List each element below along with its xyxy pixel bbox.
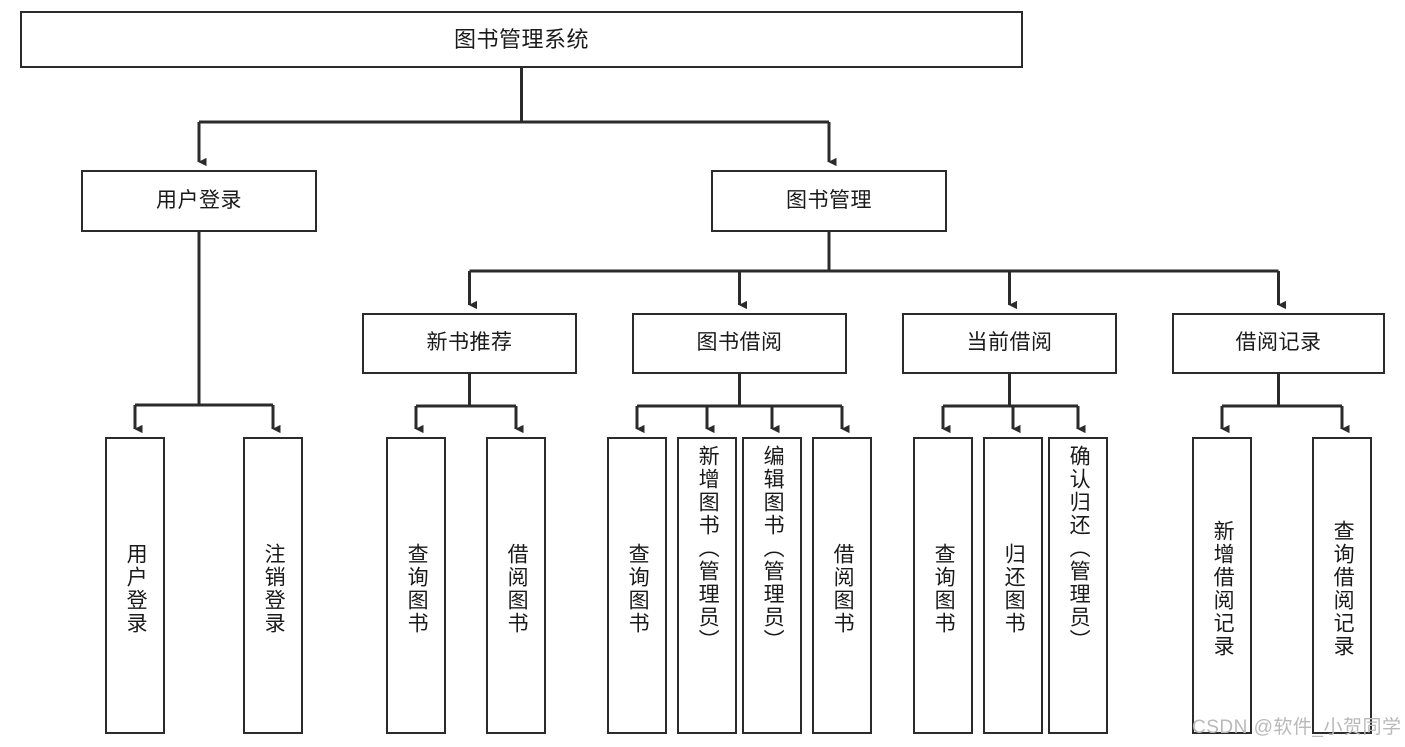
edges-root-to-level1: [197, 68, 837, 167]
node-book-manage[interactable]: 图书管理: [711, 170, 947, 232]
node-leaf-edit-book-label: 编辑图书（管理员）: [761, 445, 785, 652]
node-book-manage-label: 图书管理: [786, 188, 872, 212]
node-leaf-edit-book[interactable]: 编辑图书（管理员）: [742, 437, 802, 734]
node-current-borrow-label: 当前借阅: [966, 331, 1053, 355]
node-user-login[interactable]: 用户登录: [81, 170, 317, 232]
node-leaf-query-record-label: 查询借阅记录: [1331, 519, 1355, 658]
node-leaf-query-book-cur-label: 查询图书: [932, 542, 956, 635]
node-leaf-query-book-rec-label: 查询图书: [405, 542, 429, 635]
node-root[interactable]: 图书管理系统: [20, 11, 1023, 68]
node-leaf-borrow-book-rec[interactable]: 借阅图书: [486, 437, 546, 734]
node-leaf-confirm-return-label: 确认归还（管理员）: [1067, 445, 1091, 652]
node-new-book-recommend[interactable]: 新书推荐: [362, 313, 577, 374]
node-root-label: 图书管理系统: [453, 26, 589, 52]
edges-bookmanage-to-level2: [468, 232, 1287, 310]
node-leaf-query-record[interactable]: 查询借阅记录: [1312, 437, 1372, 734]
node-borrow-record[interactable]: 借阅记录: [1172, 313, 1385, 374]
node-leaf-borrow-book-label: 借阅图书: [831, 542, 855, 635]
node-leaf-confirm-return[interactable]: 确认归还（管理员）: [1048, 437, 1108, 734]
node-borrow-record-label: 借阅记录: [1235, 331, 1322, 355]
node-leaf-add-book[interactable]: 新增图书（管理员）: [677, 437, 737, 734]
node-book-borrow-label: 图书借阅: [696, 331, 783, 355]
node-leaf-add-book-label: 新增图书（管理员）: [696, 445, 720, 652]
node-leaf-return-book-label: 归还图书: [1002, 542, 1026, 635]
node-leaf-user-logout[interactable]: 注销登录: [243, 437, 303, 734]
node-new-book-recommend-label: 新书推荐: [426, 331, 513, 355]
node-leaf-query-book-borrow[interactable]: 查询图书: [607, 437, 667, 734]
edges-userlogin-to-leaves: [133, 232, 281, 434]
csdn-watermark: CSDN @软件_小贺同学: [1192, 717, 1402, 738]
node-leaf-query-book-cur[interactable]: 查询图书: [913, 437, 973, 734]
node-leaf-user-login-label: 用户登录: [124, 542, 148, 635]
node-leaf-borrow-book-rec-label: 借阅图书: [505, 542, 529, 635]
node-leaf-query-book-rec[interactable]: 查询图书: [386, 437, 446, 734]
node-user-login-label: 用户登录: [156, 188, 242, 212]
node-leaf-return-book[interactable]: 归还图书: [983, 437, 1043, 734]
node-leaf-query-book-borrow-label: 查询图书: [626, 542, 650, 635]
edges-borrowrecord-to-leaves: [1220, 374, 1350, 434]
node-leaf-user-login[interactable]: 用户登录: [105, 437, 165, 734]
node-book-borrow[interactable]: 图书借阅: [632, 313, 847, 374]
node-leaf-user-logout-label: 注销登录: [262, 542, 286, 635]
node-leaf-add-record[interactable]: 新增借阅记录: [1192, 437, 1252, 734]
node-current-borrow[interactable]: 当前借阅: [902, 313, 1117, 374]
node-leaf-add-record-label: 新增借阅记录: [1211, 519, 1235, 658]
edges-bookborrow-to-leaves: [635, 374, 850, 434]
edges-currentborrow-to-leaves: [941, 374, 1086, 434]
edges-newbook-to-leaves: [414, 374, 524, 434]
node-leaf-borrow-book[interactable]: 借阅图书: [812, 437, 872, 734]
